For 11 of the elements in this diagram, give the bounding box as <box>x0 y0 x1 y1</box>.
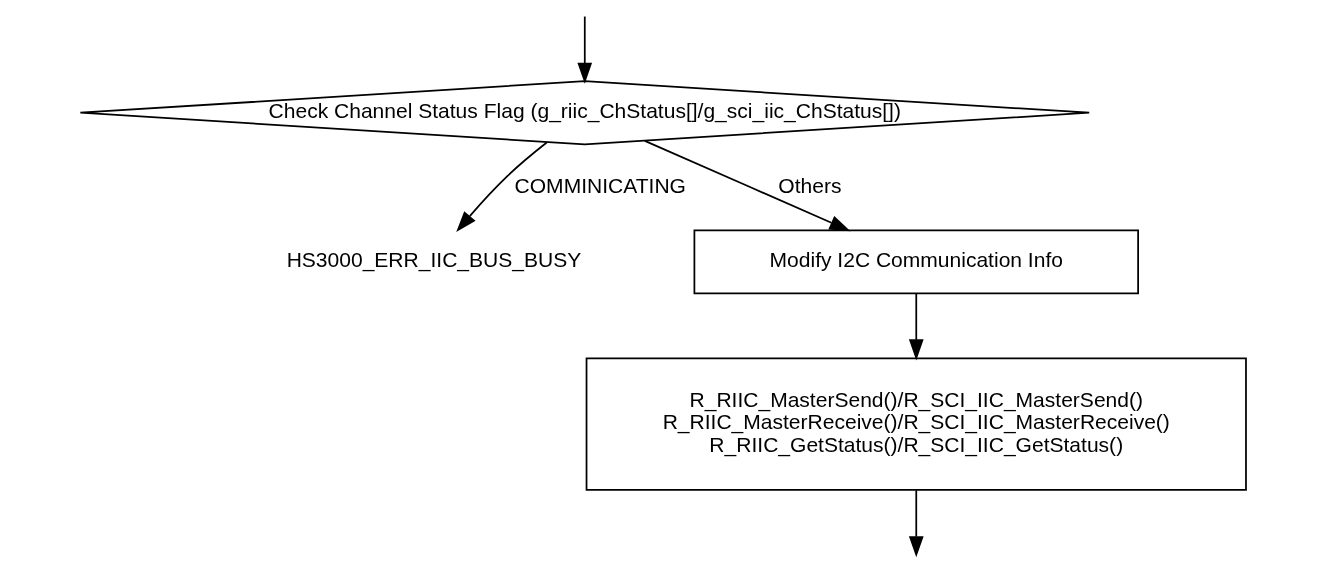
node-diamond: Check Channel Status Flag (g_riic_ChStatus[]/g_sci_iic_ChStatus[]) <box>79 80 1091 146</box>
edge-label: COMMINICATING <box>514 173 686 197</box>
arrow <box>908 292 924 361</box>
arrow <box>456 141 548 233</box>
node-box: Modify I2C Communication Info <box>693 229 1139 295</box>
arrow <box>643 140 851 232</box>
arrow <box>577 15 593 84</box>
arrow <box>908 489 924 558</box>
node-box: R_RIIC_MasterSend()/R_SCI_IIC_MasterSend() R_RIIC_MasterReceive()/R_SCI_IIC_MasterReceive() R_RIIC_GetStatus()/R_SCI_IIC_GetStatus() <box>585 357 1247 491</box>
node-text: HS3000_ERR_IIC_BUS_BUSY <box>286 248 582 272</box>
edge-label: Others <box>778 173 842 197</box>
